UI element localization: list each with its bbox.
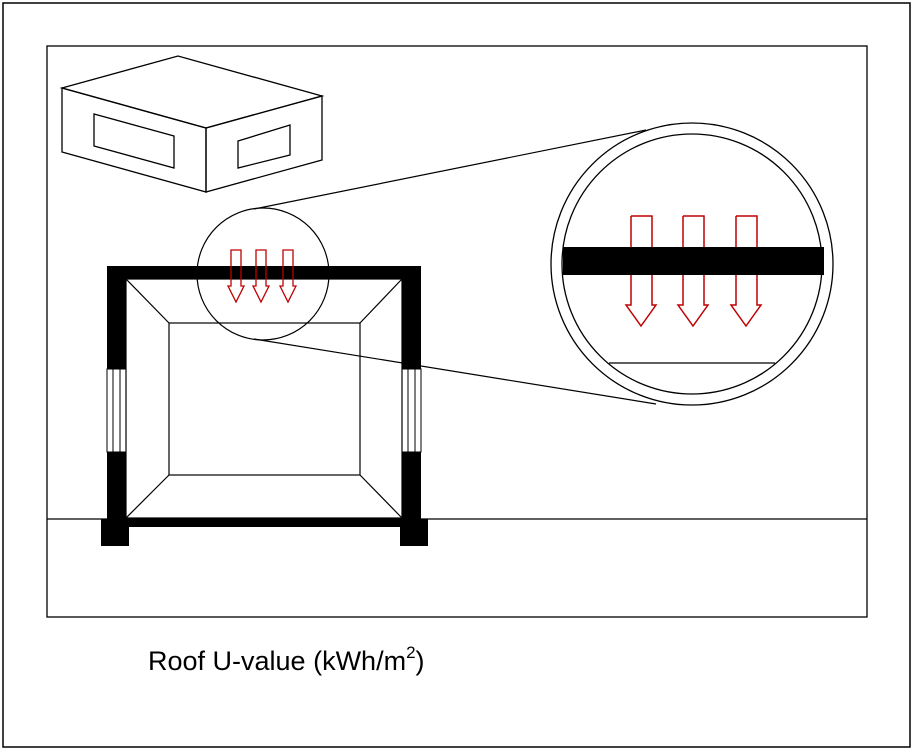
- wall-left-lower: [107, 452, 126, 518]
- wall-right-upper: [402, 279, 421, 369]
- interior-perspective: [125, 278, 403, 519]
- box-building-icon: [59, 55, 325, 193]
- wall-left-upper: [107, 279, 126, 369]
- zoom-connector-top: [253, 129, 647, 210]
- foundation-right: [400, 519, 428, 546]
- zoom-connector-bottom: [253, 338, 657, 405]
- floor-slab: [107, 518, 421, 527]
- heat-flow-arrows-small: [226, 249, 298, 304]
- roof-slab: [107, 266, 421, 279]
- zoom-detail: [550, 122, 834, 406]
- down-arrow-icon: [624, 215, 658, 328]
- wall-right-lower: [402, 452, 421, 518]
- down-arrow-icon: [676, 215, 710, 328]
- window-left: [106, 368, 127, 453]
- caption-superscript: 2: [406, 643, 416, 662]
- down-arrow-icon: [226, 249, 246, 304]
- foundation-left: [101, 519, 129, 546]
- down-arrow-icon: [729, 215, 763, 328]
- caption-text: Roof U-value (kWh/m: [148, 646, 407, 676]
- caption-suffix: ): [415, 646, 425, 676]
- down-arrow-icon: [278, 249, 298, 304]
- building-section: [101, 266, 428, 546]
- down-arrow-icon: [251, 249, 271, 304]
- diagram-caption: Roof U-value (kWh/m2): [148, 643, 425, 676]
- drawing-panel: [46, 45, 868, 618]
- heat-flow-arrows-large: [624, 215, 763, 328]
- roof-section-band: [563, 247, 824, 275]
- window-right: [401, 368, 422, 453]
